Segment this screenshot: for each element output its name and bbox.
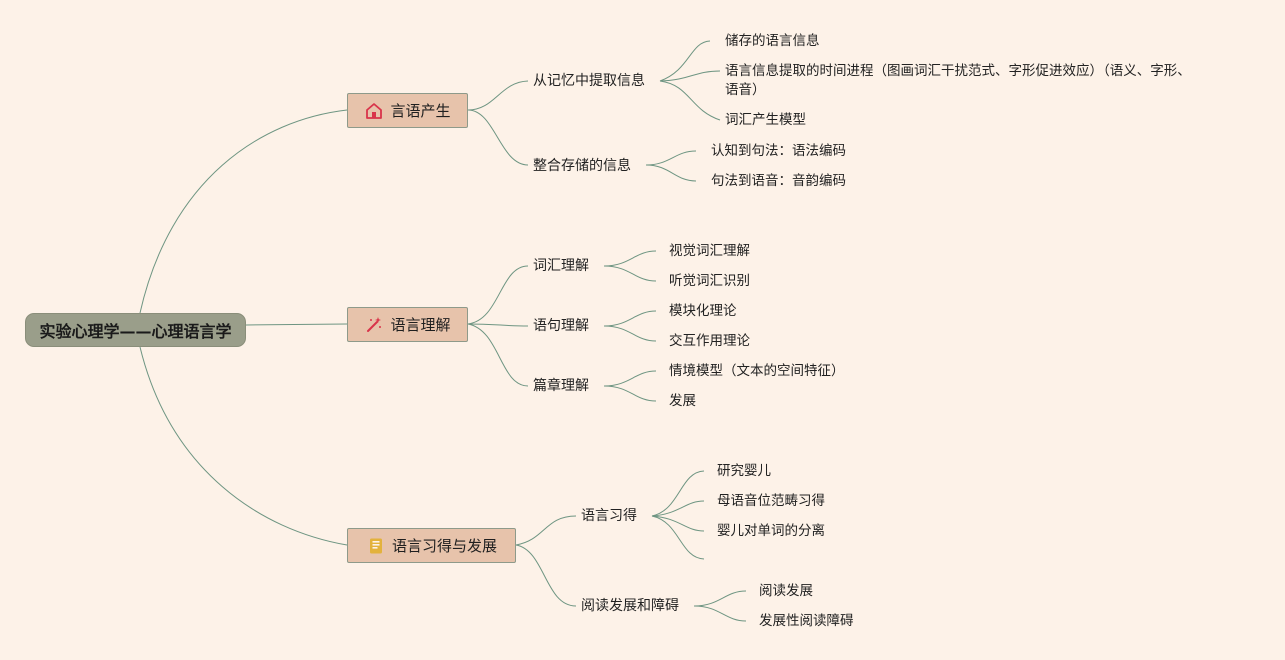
leaf-label: 词汇产生模型 xyxy=(725,112,806,128)
link-acq-s1-l2 xyxy=(651,500,705,517)
branch-language-comprehension[interactable]: 语言理解 xyxy=(347,307,468,342)
link-acq-s1-l4 xyxy=(651,515,705,560)
magic-wand-icon xyxy=(364,315,384,335)
branch-label: 言语产生 xyxy=(390,102,451,120)
root-topic[interactable]: 实验心理学——心理语言学 xyxy=(25,313,246,347)
sub-sentence-comprehension[interactable]: 语句理解 xyxy=(533,316,589,336)
leaf-label: 交互作用理论 xyxy=(669,333,750,349)
link-acq-sub2 xyxy=(515,544,577,607)
link-acq-s1-l1 xyxy=(651,470,705,517)
link-comp-sub1 xyxy=(467,265,529,325)
link-comp-s1-l1 xyxy=(603,250,657,267)
leaf-node[interactable]: 视觉词汇理解 xyxy=(669,241,750,261)
leaf-node[interactable]: 句法到语音：音韵编码 xyxy=(711,171,846,191)
leaf-label: 阅读发展 xyxy=(759,583,813,599)
sub-label: 语句理解 xyxy=(533,318,589,334)
link-sub2-leaf1 xyxy=(645,150,697,166)
link-acq-sub1 xyxy=(515,515,577,546)
sub-language-acquisition[interactable]: 语言习得 xyxy=(581,506,637,526)
link-sub1-leaf2 xyxy=(659,70,721,82)
link-acq-s1-l3 xyxy=(651,515,705,532)
leaf-label: 婴儿对单词的分离 xyxy=(717,523,825,539)
link-root-production xyxy=(139,109,348,314)
branch-label: 语言习得与发展 xyxy=(391,537,497,555)
leaf-label: 情境模型（文本的空间特征） xyxy=(669,363,845,379)
sub-retrieve-memory[interactable]: 从记忆中提取信息 xyxy=(533,71,645,91)
leaf-label: 母语音位范畴习得 xyxy=(717,493,825,509)
book-icon xyxy=(366,536,386,556)
sub-discourse-comprehension[interactable]: 篇章理解 xyxy=(533,376,589,396)
leaf-node[interactable]: 发展 xyxy=(669,391,696,411)
leaf-node[interactable]: 词汇产生模型 xyxy=(725,110,806,130)
house-icon xyxy=(364,101,384,121)
leaf-node[interactable]: 发展性阅读障碍 xyxy=(759,611,854,631)
sub-lexical-comprehension[interactable]: 词汇理解 xyxy=(533,256,589,276)
link-production-sub1 xyxy=(467,80,529,111)
leaf-node[interactable]: 语言信息提取的时间进程（图画词汇干扰范式、字形促进效应）（语义、字形、 xyxy=(725,61,1191,81)
link-comp-s2-l2 xyxy=(603,325,657,342)
link-comp-s1-l2 xyxy=(603,265,657,282)
link-comp-s2-l1 xyxy=(603,310,657,327)
sub-label: 篇章理解 xyxy=(533,378,589,394)
leaf-node-continuation[interactable]: 语音） xyxy=(725,80,766,100)
link-acq-s2-l2 xyxy=(693,605,747,622)
link-comp-sub2 xyxy=(467,323,529,327)
leaf-label: 发展性阅读障碍 xyxy=(759,613,854,629)
leaf-node[interactable]: 储存的语言信息 xyxy=(725,31,820,51)
leaf-node[interactable]: 阅读发展 xyxy=(759,581,813,601)
link-comp-s3-l1 xyxy=(603,370,657,387)
branch-label: 语言理解 xyxy=(390,316,451,334)
leaf-node[interactable]: 母语音位范畴习得 xyxy=(717,491,825,511)
leaf-label: 模块化理论 xyxy=(669,303,737,319)
leaf-node[interactable]: 模块化理论 xyxy=(669,301,737,321)
leaf-label: 研究婴儿 xyxy=(717,463,771,479)
leaf-node[interactable]: 认知到句法：语法编码 xyxy=(711,141,846,161)
sub-label: 词汇理解 xyxy=(533,258,589,274)
leaf-node[interactable]: 交互作用理论 xyxy=(669,331,750,351)
link-acq-s2-l1 xyxy=(693,590,747,607)
sub-integrate-info[interactable]: 整合存储的信息 xyxy=(533,156,631,176)
leaf-label: 视觉词汇理解 xyxy=(669,243,750,259)
leaf-node[interactable]: 婴儿对单词的分离 xyxy=(717,521,825,541)
leaf-node[interactable]: 情境模型（文本的空间特征） xyxy=(669,361,845,381)
link-root-acquisition xyxy=(139,346,348,546)
leaf-label: 认知到句法：语法编码 xyxy=(711,143,846,159)
sub-label: 阅读发展和障碍 xyxy=(581,598,679,614)
link-sub2-leaf2 xyxy=(645,164,697,182)
sub-label: 整合存储的信息 xyxy=(533,158,631,174)
sub-reading-development[interactable]: 阅读发展和障碍 xyxy=(581,596,679,616)
leaf-label: 发展 xyxy=(669,393,696,409)
link-sub1-leaf1 xyxy=(659,40,711,82)
sub-label: 语言习得 xyxy=(581,508,637,524)
leaf-label: 储存的语言信息 xyxy=(725,33,820,49)
sub-label: 从记忆中提取信息 xyxy=(533,73,645,89)
leaf-node[interactable]: 研究婴儿 xyxy=(717,461,771,481)
link-sub1-leaf3 xyxy=(659,80,721,121)
root-topic-label: 实验心理学——心理语言学 xyxy=(39,322,232,341)
link-comp-sub3 xyxy=(467,323,529,387)
branch-language-acquisition[interactable]: 语言习得与发展 xyxy=(347,528,516,563)
leaf-label: 听觉词汇识别 xyxy=(669,273,750,289)
branch-speech-production[interactable]: 言语产生 xyxy=(347,93,468,128)
link-root-comprehension xyxy=(245,323,348,326)
leaf-label: 句法到语音：音韵编码 xyxy=(711,173,846,189)
link-production-sub2 xyxy=(467,109,529,166)
leaf-node[interactable]: 听觉词汇识别 xyxy=(669,271,750,291)
leaf-label: 语音） xyxy=(725,82,766,98)
link-comp-s3-l2 xyxy=(603,385,657,402)
leaf-label: 语言信息提取的时间进程（图画词汇干扰范式、字形促进效应）（语义、字形、 xyxy=(725,63,1191,79)
